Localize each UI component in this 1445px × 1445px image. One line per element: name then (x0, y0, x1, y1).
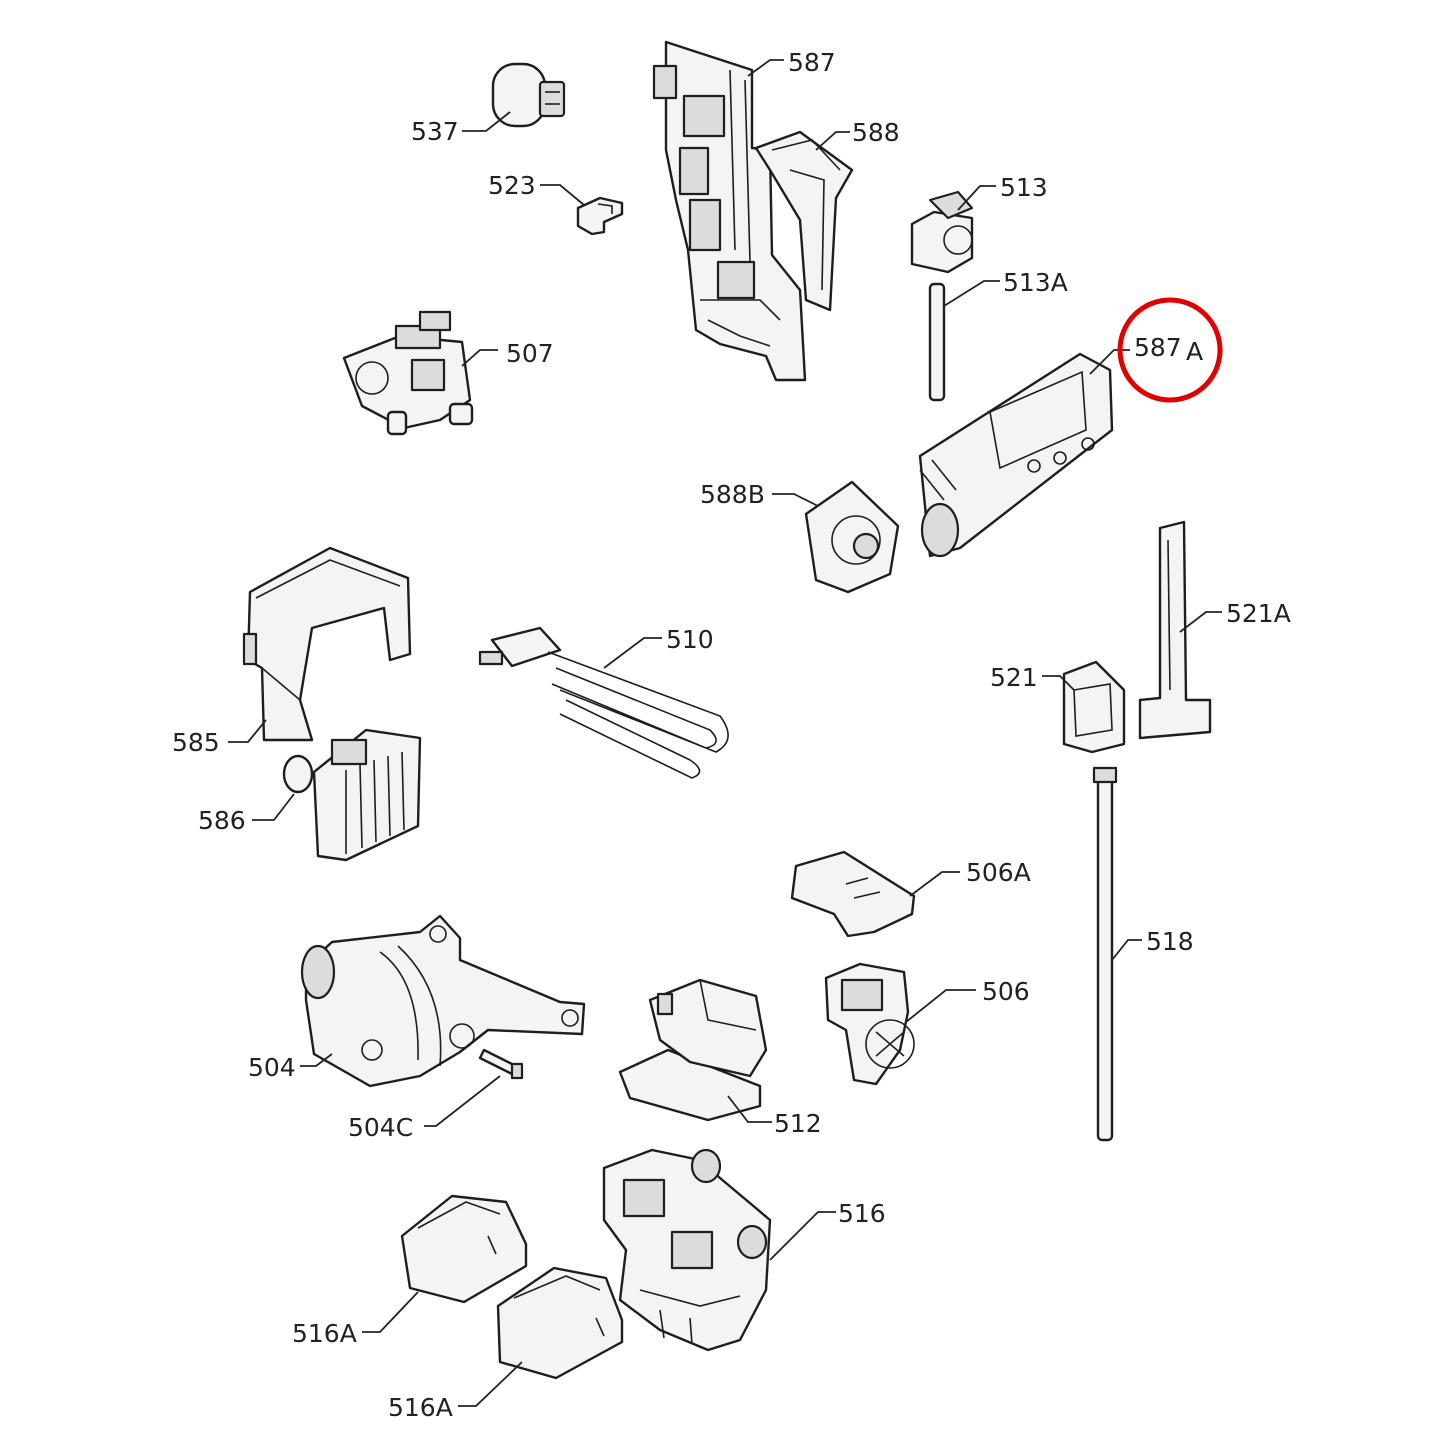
label-516a-1: 516A (292, 1319, 357, 1348)
label-521a: 521A (1226, 599, 1291, 628)
leader-523 (540, 184, 585, 206)
part-586-heatsink (282, 728, 422, 862)
leader-537 (462, 111, 511, 132)
label-523: 523 (488, 171, 536, 200)
label-507: 507 (506, 339, 554, 368)
part-512-filter-support (618, 978, 768, 1122)
leader-521a (1179, 611, 1222, 633)
leader-588 (815, 131, 850, 151)
label-521: 521 (990, 663, 1038, 692)
part-587-main-board (652, 40, 807, 382)
part-521a-rail (1138, 520, 1212, 740)
part-588b-pressure-switch (804, 480, 900, 594)
part-537-filter (491, 62, 566, 128)
part-521-door-switch (1062, 660, 1126, 754)
part-506-drain-pump (824, 962, 915, 1086)
label-506a: 506A (966, 858, 1031, 887)
label-587a-suffix: A (1186, 337, 1203, 366)
label-585: 585 (172, 728, 220, 757)
part-510-heating-element (478, 626, 729, 779)
part-504c-screw (478, 1048, 524, 1080)
label-586: 586 (198, 806, 246, 835)
part-518-rod (1092, 766, 1118, 1142)
leader-506 (905, 989, 976, 1023)
leader-521 (1042, 675, 1075, 691)
leader-587a (1089, 349, 1130, 375)
part-516-pump-assembly (602, 1148, 772, 1352)
leader-513a (943, 280, 1000, 307)
label-516a-2: 516A (388, 1393, 453, 1422)
part-504-motor (300, 914, 586, 1088)
leader-510 (603, 637, 662, 669)
part-506a-pump-cover (790, 850, 916, 938)
leader-587 (747, 59, 784, 77)
leader-506a (909, 871, 960, 897)
label-506: 506 (982, 977, 1030, 1006)
part-513-door-lock (910, 190, 974, 274)
label-537: 537 (411, 117, 459, 146)
leader-516a-1 (362, 1291, 419, 1333)
part-513a-rod (928, 282, 946, 402)
leader-504c (424, 1075, 501, 1127)
label-587a-number: 587 (1134, 333, 1182, 362)
leader-516a-2 (458, 1361, 523, 1407)
label-588: 588 (852, 118, 900, 147)
label-510: 510 (666, 625, 714, 654)
leader-518 (1111, 939, 1142, 961)
label-504: 504 (248, 1053, 296, 1082)
leader-586 (252, 793, 295, 821)
leader-513 (957, 185, 996, 211)
label-504c: 504C (348, 1113, 413, 1142)
label-513a: 513A (1003, 268, 1068, 297)
leader-504 (300, 1053, 333, 1067)
part-516a-pump-cover-2 (496, 1266, 624, 1380)
part-507-inlet-valve (342, 310, 474, 436)
label-518: 518 (1146, 927, 1194, 956)
leader-512 (727, 1095, 772, 1123)
label-516: 516 (838, 1199, 886, 1228)
part-587a-display-board (918, 352, 1114, 558)
leader-516 (769, 1211, 836, 1261)
label-587a: 587 A (1134, 333, 1203, 366)
label-513: 513 (1000, 173, 1048, 202)
label-587: 587 (788, 48, 836, 77)
part-516a-pump-cover-1 (400, 1194, 528, 1304)
label-512: 512 (774, 1109, 822, 1138)
part-588-board-housing (754, 130, 854, 312)
highlight-circle-587a (1117, 297, 1223, 403)
part-523-clip (576, 196, 624, 236)
part-585-cover (242, 546, 412, 742)
leader-585 (228, 719, 267, 743)
label-588b: 588B (700, 480, 765, 509)
leader-507 (461, 349, 498, 367)
leader-588b (772, 493, 819, 507)
